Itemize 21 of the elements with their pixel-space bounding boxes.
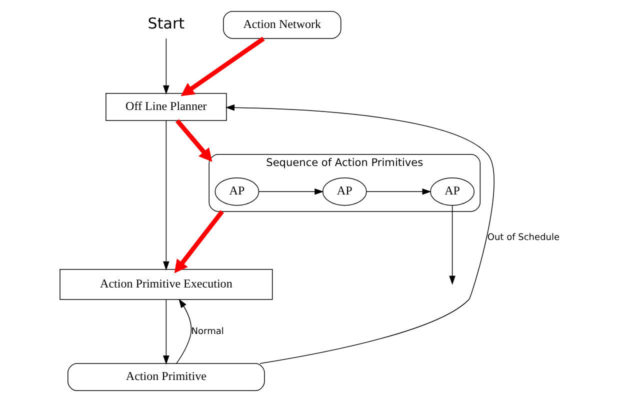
node-ellipse: AP xyxy=(322,177,367,206)
node-box: Action Network xyxy=(223,10,342,39)
node-box: Action Primitive xyxy=(68,363,265,392)
arrow xyxy=(163,120,170,270)
arrow xyxy=(180,36,265,96)
arrow xyxy=(163,38,170,94)
node-box: Action Primitive Execution xyxy=(60,269,273,300)
arrow xyxy=(176,119,212,162)
arrow xyxy=(163,299,170,365)
arrow xyxy=(366,188,432,195)
edge-label: Normal xyxy=(191,326,224,337)
node-text: Start xyxy=(148,14,185,33)
node-ellipse: AP xyxy=(214,177,260,206)
edge-label: Out of Schedule xyxy=(487,232,560,243)
node-ellipse: AP xyxy=(430,177,475,206)
arrow xyxy=(258,188,324,195)
arrow xyxy=(176,298,192,364)
arrow xyxy=(225,104,494,364)
arrow xyxy=(449,205,456,285)
arrow xyxy=(174,210,224,274)
node-box: Off Line Planner xyxy=(106,93,227,121)
